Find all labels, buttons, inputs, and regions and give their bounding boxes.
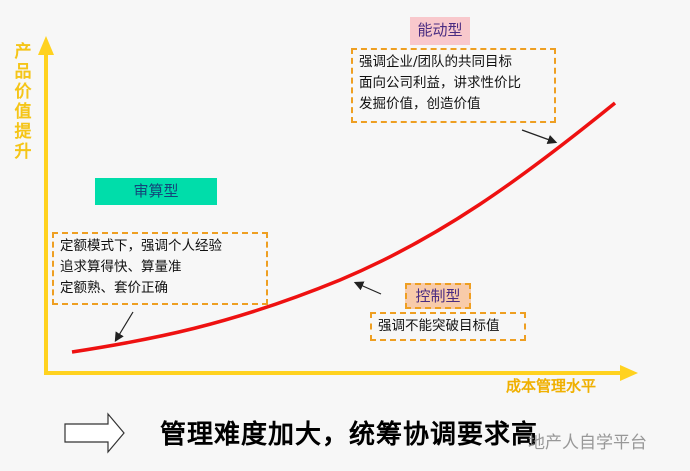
watermark: 地产人自学平台 xyxy=(528,433,647,453)
x-axis-arrowhead xyxy=(620,365,638,381)
pointer-arrow-audit xyxy=(114,311,134,343)
type-label-control: 控制型 xyxy=(405,283,471,309)
desc-line: 定额模式下，强调个人经验 xyxy=(60,238,222,254)
x-axis-label: 成本管理水平 xyxy=(506,377,597,395)
pointer-arrow-active xyxy=(521,129,558,145)
type-desc-audit: 定额模式下，强调个人经验 追求算得快、算量准 定额熟、套价正确 xyxy=(52,232,268,305)
type-desc-control: 强调不能突破目标值 xyxy=(370,312,526,341)
desc-line: 追求算得快、算量准 xyxy=(60,259,182,275)
right-arrow-icon xyxy=(64,412,125,454)
type-label-active: 能动型 xyxy=(410,17,470,45)
desc-line: 强调不能突破目标值 xyxy=(378,318,500,334)
desc-line: 强调企业/团队的共同目标 xyxy=(359,54,513,70)
type-label-audit: 审算型 xyxy=(95,178,217,205)
pointer-arrow-control xyxy=(353,281,382,295)
desc-line: 发掘价值，创造价值 xyxy=(359,96,481,112)
conclusion-text: 管理难度加大，统筹协调要求高 xyxy=(160,420,539,450)
y-axis-label: 产品价值提升 xyxy=(14,42,32,162)
desc-line: 面向公司利益，讲求性价比 xyxy=(359,75,521,91)
value-curve xyxy=(71,101,617,354)
y-axis-arrowhead xyxy=(38,36,54,55)
type-desc-active: 强调企业/团队的共同目标 面向公司利益，讲求性价比 发掘价值，创造价值 xyxy=(351,48,556,123)
desc-line: 定额熟、套价正确 xyxy=(60,280,168,296)
